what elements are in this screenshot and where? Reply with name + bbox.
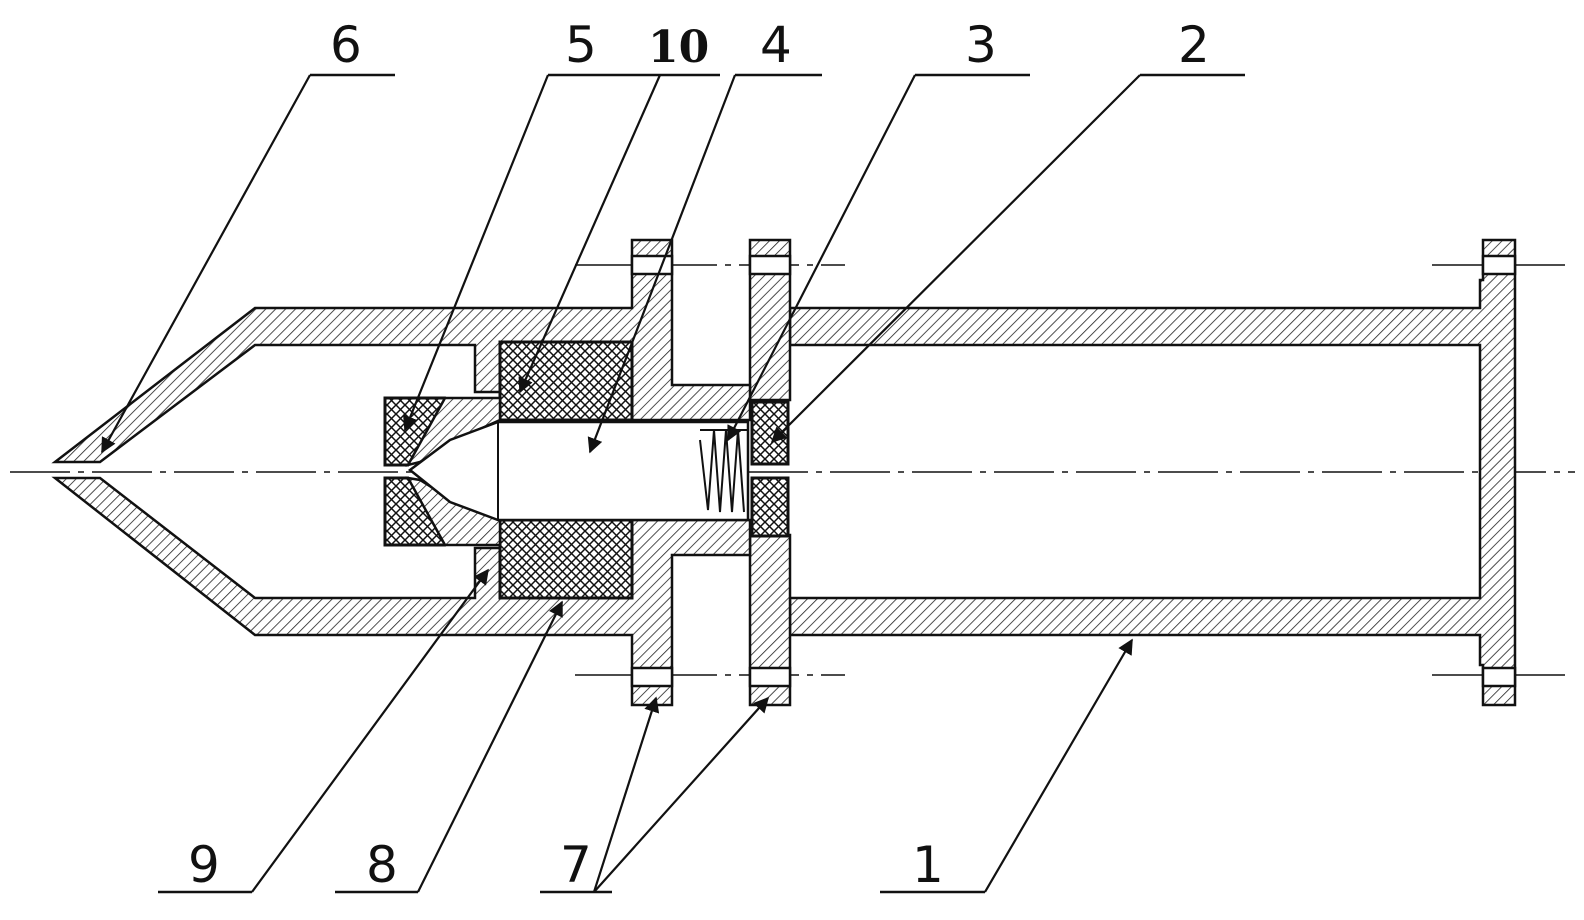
callout-4: 4 — [760, 16, 792, 74]
plug-block-upper — [750, 400, 790, 466]
callout-3: 3 — [965, 16, 997, 74]
leader-7b — [593, 696, 770, 893]
callout-1: 1 — [912, 836, 944, 894]
callout-9: 9 — [188, 836, 220, 894]
leader-4 — [587, 74, 737, 454]
middle-flange-bolt-slot-top — [748, 254, 792, 276]
leader-2 — [770, 74, 1141, 444]
callout-6: 6 — [330, 16, 362, 74]
plug-block-lower — [750, 476, 790, 538]
centerlines — [10, 264, 1575, 676]
spring-coil — [699, 429, 745, 513]
left-flange-bolt-slot-top — [630, 254, 674, 276]
leader-5 — [403, 74, 550, 432]
leader-9 — [251, 568, 489, 893]
leader-7a — [592, 696, 660, 893]
leader-10 — [518, 74, 662, 394]
callout-2: 2 — [1178, 16, 1210, 74]
callout-7: 7 — [560, 836, 592, 894]
core-projectile — [407, 420, 750, 522]
sleeve-block-lower — [498, 518, 634, 600]
leader-3 — [727, 74, 916, 442]
left-flange-bolt-slot-bottom — [630, 666, 674, 688]
sleeve-block-upper — [498, 340, 634, 422]
core-assembly — [407, 420, 750, 522]
callout-10: 10 — [648, 22, 709, 73]
leader-8 — [417, 600, 563, 893]
middle-flange-bolt-slot-bottom — [748, 666, 792, 688]
leader-1 — [984, 638, 1133, 893]
right-flange-bolt-slot-bottom — [1481, 666, 1517, 688]
leader-6 — [101, 74, 311, 454]
tube-upper-wall — [788, 238, 1517, 707]
right-flange-bolt-slot-top — [1481, 254, 1517, 276]
callout-numbers: 6 5 10 4 3 2 9 8 7 1 — [188, 16, 1210, 894]
callout-8: 8 — [366, 836, 398, 894]
leader-lines — [101, 73, 1245, 894]
callout-5: 5 — [565, 16, 597, 74]
